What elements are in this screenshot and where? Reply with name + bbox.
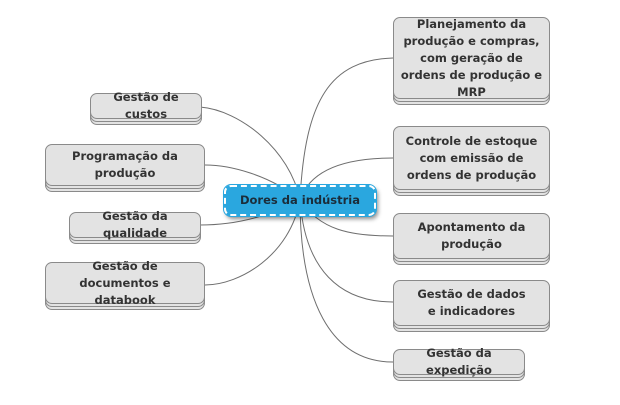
- connector-planejamento: [299, 57, 394, 201]
- topic-planejamento-da-producao[interactable]: Planejamento da produção e compras, com …: [393, 17, 550, 99]
- topic-gestao-da-expedicao[interactable]: Gestão da expedição: [393, 346, 525, 377]
- connector-expedicao: [299, 199, 525, 363]
- topic-label: Apontamento da produção: [417, 220, 526, 251]
- topic-label: Controle de estoque com emissão de orden…: [405, 133, 538, 182]
- connector-documentos: [204, 199, 301, 286]
- topic-controle-de-estoque[interactable]: Controle de estoque com emissão de orden…: [393, 126, 550, 190]
- topic-gestao-de-dados-e-indicadores[interactable]: Gestão de dados e indicadores: [393, 280, 550, 326]
- topic-label: Gestão de custos: [113, 90, 179, 121]
- connector-custos: [90, 106, 301, 201]
- topic-label: Gestão da qualidade: [102, 209, 168, 240]
- topic-label: Gestão de documentos e databook: [79, 258, 171, 307]
- topic-programacao-da-producao[interactable]: Programação da produção: [45, 144, 205, 186]
- connector-dados: [299, 199, 394, 303]
- topic-label: Programação da produção: [72, 149, 178, 180]
- topic-gestao-de-custos[interactable]: Gestão de custos: [90, 90, 202, 121]
- central-topic-dores-da-industria[interactable]: Dores da indústria: [223, 184, 377, 217]
- topic-gestao-de-documentos[interactable]: Gestão de documentos e databook: [45, 259, 205, 307]
- topic-label: Gestão de dados e indicadores: [417, 287, 526, 318]
- topic-apontamento-da-producao[interactable]: Apontamento da produção: [393, 213, 550, 259]
- topic-label: Planejamento da produção e compras, com …: [400, 16, 543, 99]
- topic-gestao-da-qualidade[interactable]: Gestão da qualidade: [69, 209, 201, 240]
- topic-label: Gestão da expedição: [426, 346, 492, 377]
